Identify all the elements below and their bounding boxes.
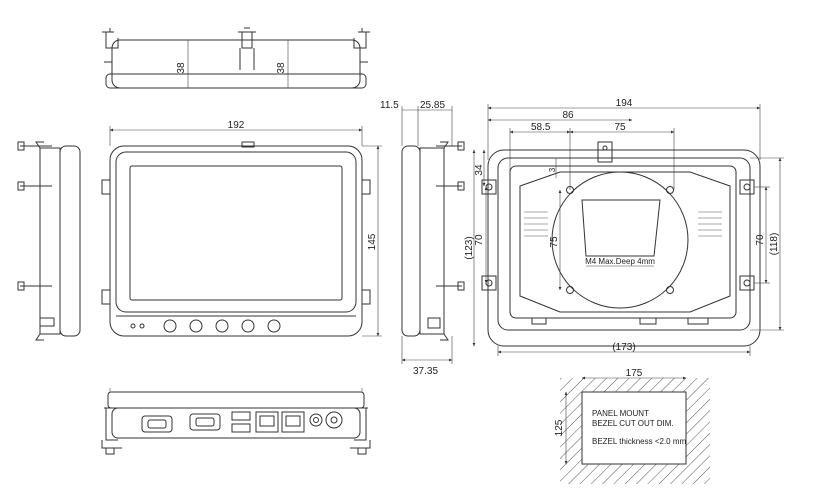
dim-rear-width: 194	[616, 98, 633, 109]
dim-top-h-right: 38	[276, 62, 287, 74]
dim-rear-70-right: 70	[755, 234, 766, 246]
cutout-note-1: PANEL MOUNT	[592, 409, 649, 418]
dim-rear-75-top: 75	[614, 122, 626, 133]
rear-view: 194 86 58.5 75	[464, 98, 784, 356]
dim-side-bottom: 37.35	[413, 366, 438, 377]
dim-top-h-left: 38	[176, 62, 187, 74]
dim-rear-58-5: 58.5	[531, 122, 551, 133]
top-view: 38 38	[102, 27, 370, 89]
bottom-view	[101, 388, 371, 455]
dim-rear-75-left: 75	[549, 236, 560, 248]
dim-side-a: 11.5	[380, 100, 399, 111]
cutout-note-2: BEZEL CUT OUT DIM.	[592, 419, 674, 428]
cutout-note-3: BEZEL thickness <2.0 mm	[592, 437, 687, 446]
left-side-view	[17, 141, 81, 341]
dim-rear-123: (123)	[464, 236, 475, 259]
right-side-view: 11.5 25.85 37.35	[380, 100, 465, 377]
dim-rear-118: (118)	[769, 233, 780, 256]
dim-rear-3: 3	[548, 167, 557, 172]
dim-cutout-height: 125	[554, 419, 565, 436]
cutout-diagram: 175 125 PANEL MOUNT BEZEL CUT OUT DIM. B…	[554, 368, 710, 484]
dim-rear-34: 34	[474, 164, 485, 176]
dim-side-b: 25.85	[420, 100, 445, 111]
dim-rear-173: (173)	[612, 342, 635, 353]
vesa-note: M4 Max.Deep 4mm	[585, 257, 655, 266]
dim-front-width: 192	[228, 120, 245, 131]
dim-rear-70-left: 70	[474, 234, 485, 246]
front-view: 192 145	[101, 120, 382, 337]
dim-cutout-width: 175	[626, 368, 643, 379]
dim-front-height: 145	[367, 233, 378, 250]
dim-rear-86: 86	[562, 110, 574, 121]
